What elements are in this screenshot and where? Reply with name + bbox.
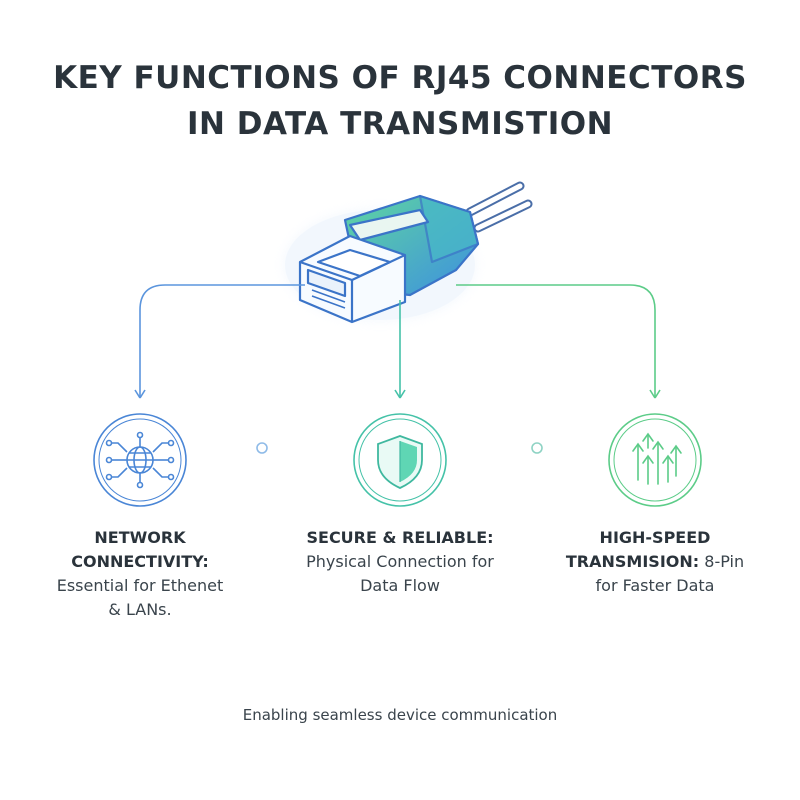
feature-secure-reliable: SECURE & RELIABLE: Physical Connection f…: [270, 526, 530, 598]
feature-heading-line-2: CONNECTIVITY:: [71, 552, 209, 571]
shield-icon: [353, 413, 447, 507]
connector-lines: [134, 284, 661, 399]
feature-text-line-2: & LANs.: [108, 600, 172, 619]
feature-text-line-1: Physical Connection for: [306, 552, 494, 571]
feature-high-speed-transmission: HIGH-SPEED TRANSMISION: 8-Pin for Faster…: [525, 526, 785, 598]
feature-heading-line-2: TRANSMISION: 8-Pin: [525, 550, 785, 574]
title-line-1: KEY FUNCTIONS OF RJ45 CONNECTORS: [53, 60, 747, 96]
speed-arrows-icon: [608, 413, 702, 507]
footer-tagline: Enabling seamless device communication: [242, 706, 558, 724]
feature-heading-line-1: NETWORK: [94, 528, 186, 547]
title-line-2: IN DATA TRANSMISTION: [186, 106, 614, 142]
separator-right: [531, 442, 543, 645]
feature-text-line-1: for Faster Data: [595, 576, 715, 595]
page-title: KEY FUNCTIONS OF RJ45 CONNECTORS IN DATA…: [0, 55, 800, 147]
globe-network-icon: [93, 413, 187, 507]
cable: [465, 181, 533, 233]
feature-heading-rest: 8-Pin: [699, 552, 745, 571]
feature-text-line-2: Data Flow: [360, 576, 440, 595]
feature-network-connectivity: NETWORK CONNECTIVITY: Essential for Ethe…: [10, 526, 270, 622]
feature-heading-line-1: HIGH-SPEED: [599, 528, 711, 547]
rj45-connector-icon: [285, 194, 480, 324]
feature-heading-bold: TRANSMISION:: [565, 552, 700, 571]
separator-left: [256, 442, 268, 645]
feature-text-line-1: Essential for Ethenet: [56, 576, 224, 595]
feature-heading: SECURE & RELIABLE:: [306, 528, 494, 547]
